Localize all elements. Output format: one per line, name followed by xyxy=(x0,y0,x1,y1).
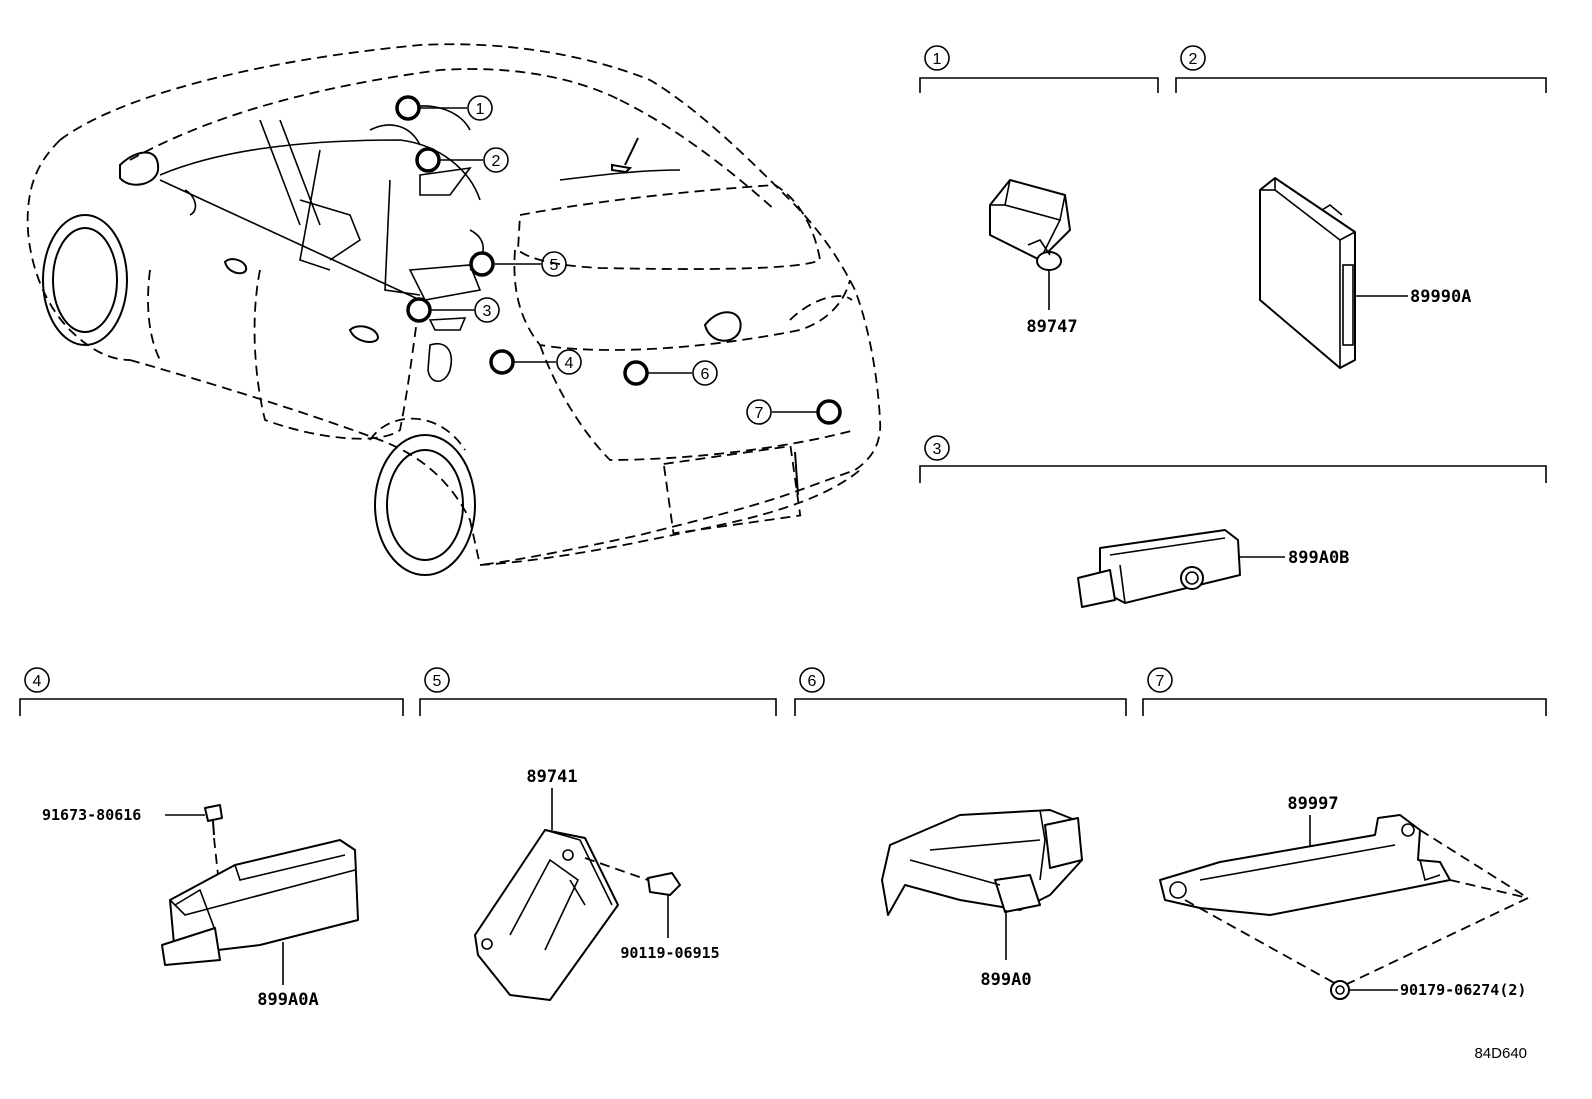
part-number-89990A: 89990A xyxy=(1410,287,1471,307)
section-2-part: 89990A xyxy=(1259,177,1471,369)
part-number-89741: 89741 xyxy=(526,767,577,787)
part-number-899A0B: 899A0B xyxy=(1288,548,1349,568)
location-marker-4 xyxy=(489,349,515,375)
part-number-91673-80616: 91673-80616 xyxy=(42,806,141,824)
location-marker-5 xyxy=(469,251,495,277)
section-3-number: 3 xyxy=(933,441,942,458)
callout-leaders xyxy=(419,107,818,413)
part-number-89997: 89997 xyxy=(1287,794,1338,814)
section-3-part: 899A0B xyxy=(1077,529,1349,608)
section-4-number: 4 xyxy=(33,673,42,690)
drawing-code: 84D640 xyxy=(1474,1045,1527,1062)
location-marker-2 xyxy=(415,147,441,173)
part-number-90119-06915: 90119-06915 xyxy=(620,944,719,962)
section-6-part: 899A0 xyxy=(881,809,1083,990)
section-1-number: 1 xyxy=(933,51,942,68)
car-callout-6: 6 xyxy=(701,366,710,383)
part-number-89747: 89747 xyxy=(1026,317,1077,337)
section-headers: 1 2 3 4 5 6 7 xyxy=(19,45,1547,716)
section-5-number: 5 xyxy=(433,673,442,690)
car-callout-4: 4 xyxy=(565,355,574,372)
car-callouts: 1 2 3 4 5 6 7 xyxy=(467,95,772,425)
section-7-part: 89997 90179-06274(2) xyxy=(1159,794,1529,1000)
part-number-899A0: 899A0 xyxy=(980,970,1031,990)
part-number-90179-06274: 90179-06274(2) xyxy=(1400,981,1526,999)
section-2-number: 2 xyxy=(1189,51,1198,68)
car-callout-2: 2 xyxy=(492,153,501,170)
section-5-part: 89741 90119-06915 xyxy=(474,767,720,1001)
part-number-899A0A: 899A0A xyxy=(257,990,318,1010)
section-6-number: 6 xyxy=(808,673,817,690)
car-callout-1: 1 xyxy=(476,101,485,118)
section-1-part: 89747 xyxy=(989,179,1078,337)
location-marker-7 xyxy=(816,399,842,425)
location-marker-3 xyxy=(406,297,432,323)
section-7-number: 7 xyxy=(1156,673,1165,690)
location-marker-6 xyxy=(623,360,649,386)
car-callout-7: 7 xyxy=(755,405,764,422)
location-markers xyxy=(395,95,842,425)
car-callout-5: 5 xyxy=(550,257,559,274)
section-4-part: 91673-80616 899A0A xyxy=(42,804,359,1010)
location-marker-1 xyxy=(395,95,421,121)
car-callout-3: 3 xyxy=(483,303,492,320)
